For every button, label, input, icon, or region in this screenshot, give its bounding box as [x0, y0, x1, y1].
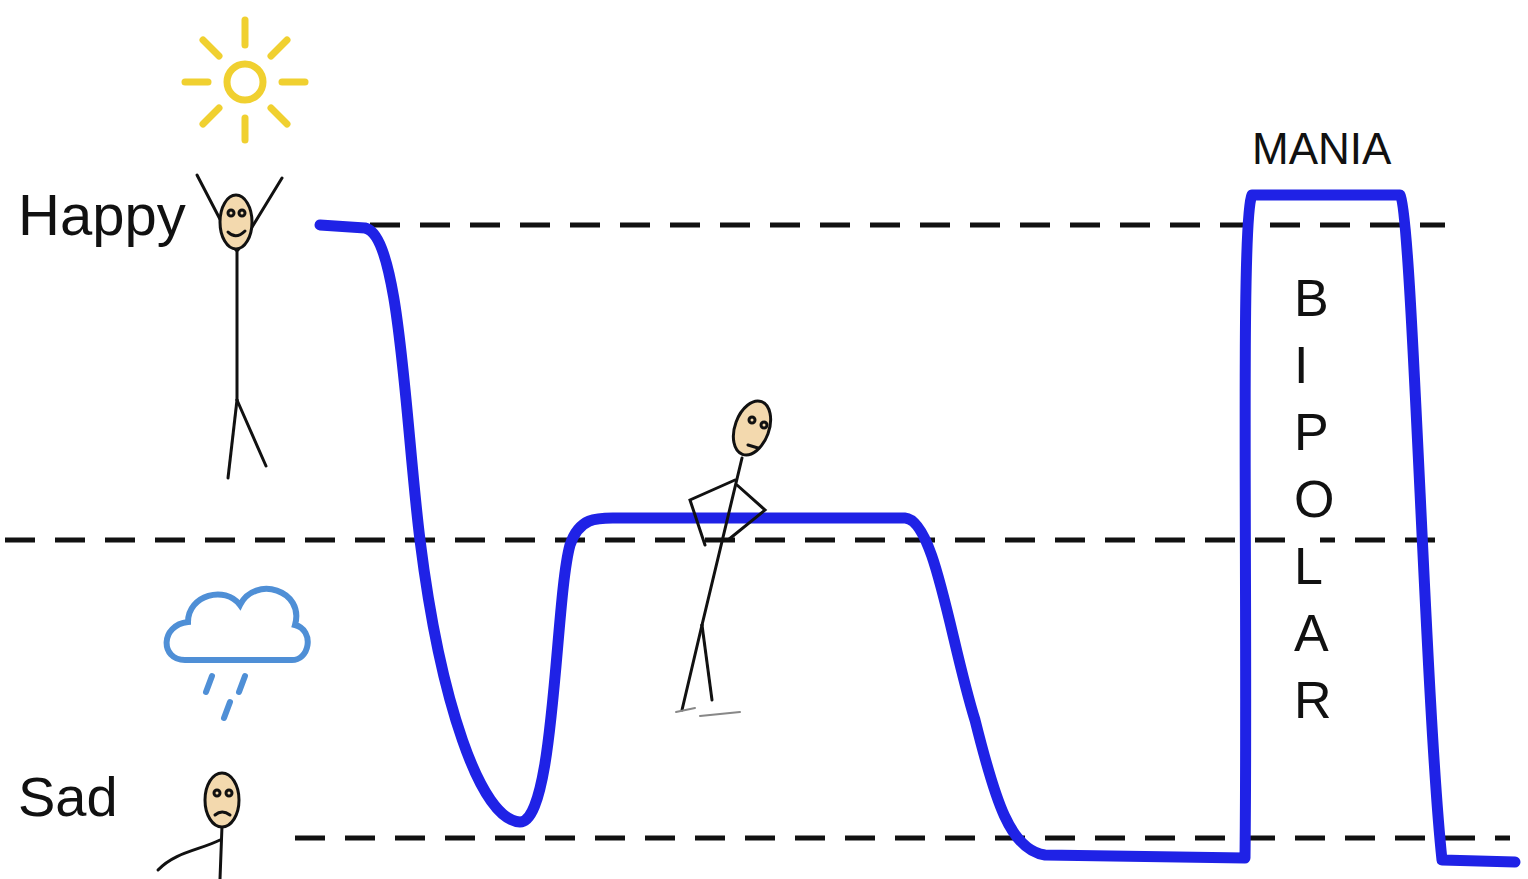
mood-curve	[320, 195, 1515, 862]
neutral-figure	[676, 396, 778, 716]
rain-cloud-icon	[167, 589, 308, 718]
vertical-state-label: BIPOLAR	[1294, 265, 1320, 734]
state-label: MANIA	[1252, 124, 1391, 175]
mood-level-label: Happy	[18, 182, 186, 249]
happy-figure	[197, 175, 282, 478]
mood-level-label: Sad	[18, 765, 118, 829]
sun-icon	[185, 20, 305, 140]
sad-figure	[158, 773, 239, 879]
dashed-levels	[5, 225, 1510, 838]
